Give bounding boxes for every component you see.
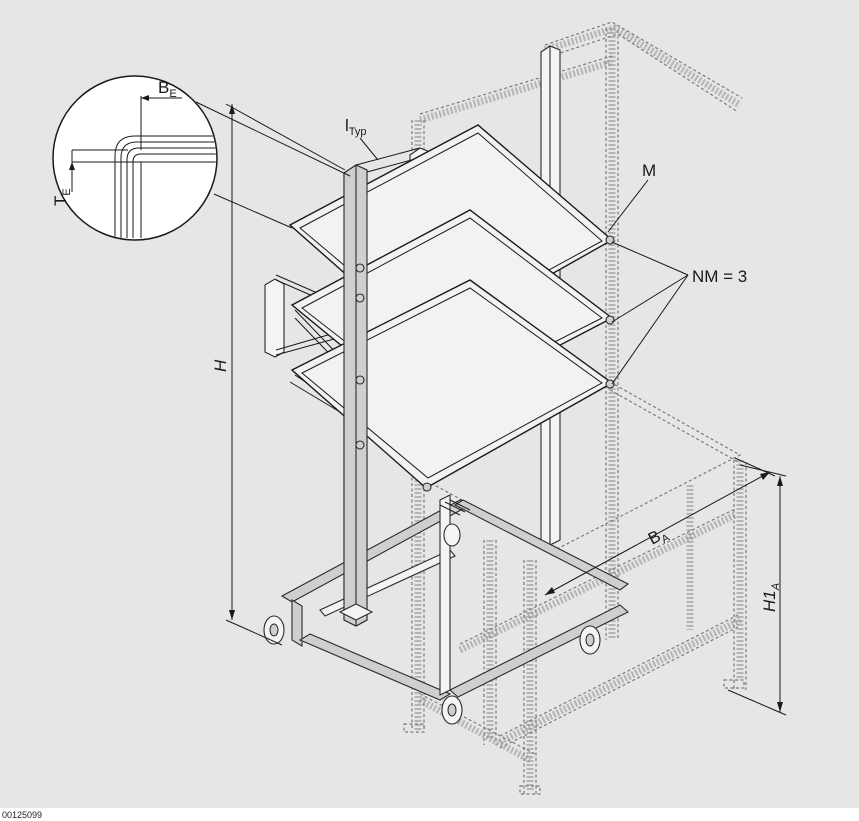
drawing-code: 00125099 — [2, 810, 43, 820]
label-t-e: TE — [51, 188, 73, 206]
svg-text:H: H — [211, 359, 230, 372]
caster-wheel — [441, 695, 463, 725]
dimension-lines — [225, 103, 787, 716]
corner-detail-view — [52, 75, 351, 241]
label-h: H — [211, 359, 230, 372]
svg-text:H1A: H1A — [760, 583, 782, 612]
label-b-e: BE — [158, 78, 177, 100]
label-h1-a: H1A — [760, 583, 782, 612]
front-upright — [338, 164, 374, 627]
caster-wheel — [263, 615, 285, 645]
caster-wheel — [579, 625, 601, 655]
label-nm: NM = 3 — [692, 267, 747, 286]
caster-wheel — [443, 523, 461, 547]
label-m: M — [642, 161, 656, 180]
svg-text:TE: TE — [51, 188, 73, 206]
label-l-typ: lTyp — [345, 116, 367, 138]
shelf-bottom — [290, 279, 615, 492]
